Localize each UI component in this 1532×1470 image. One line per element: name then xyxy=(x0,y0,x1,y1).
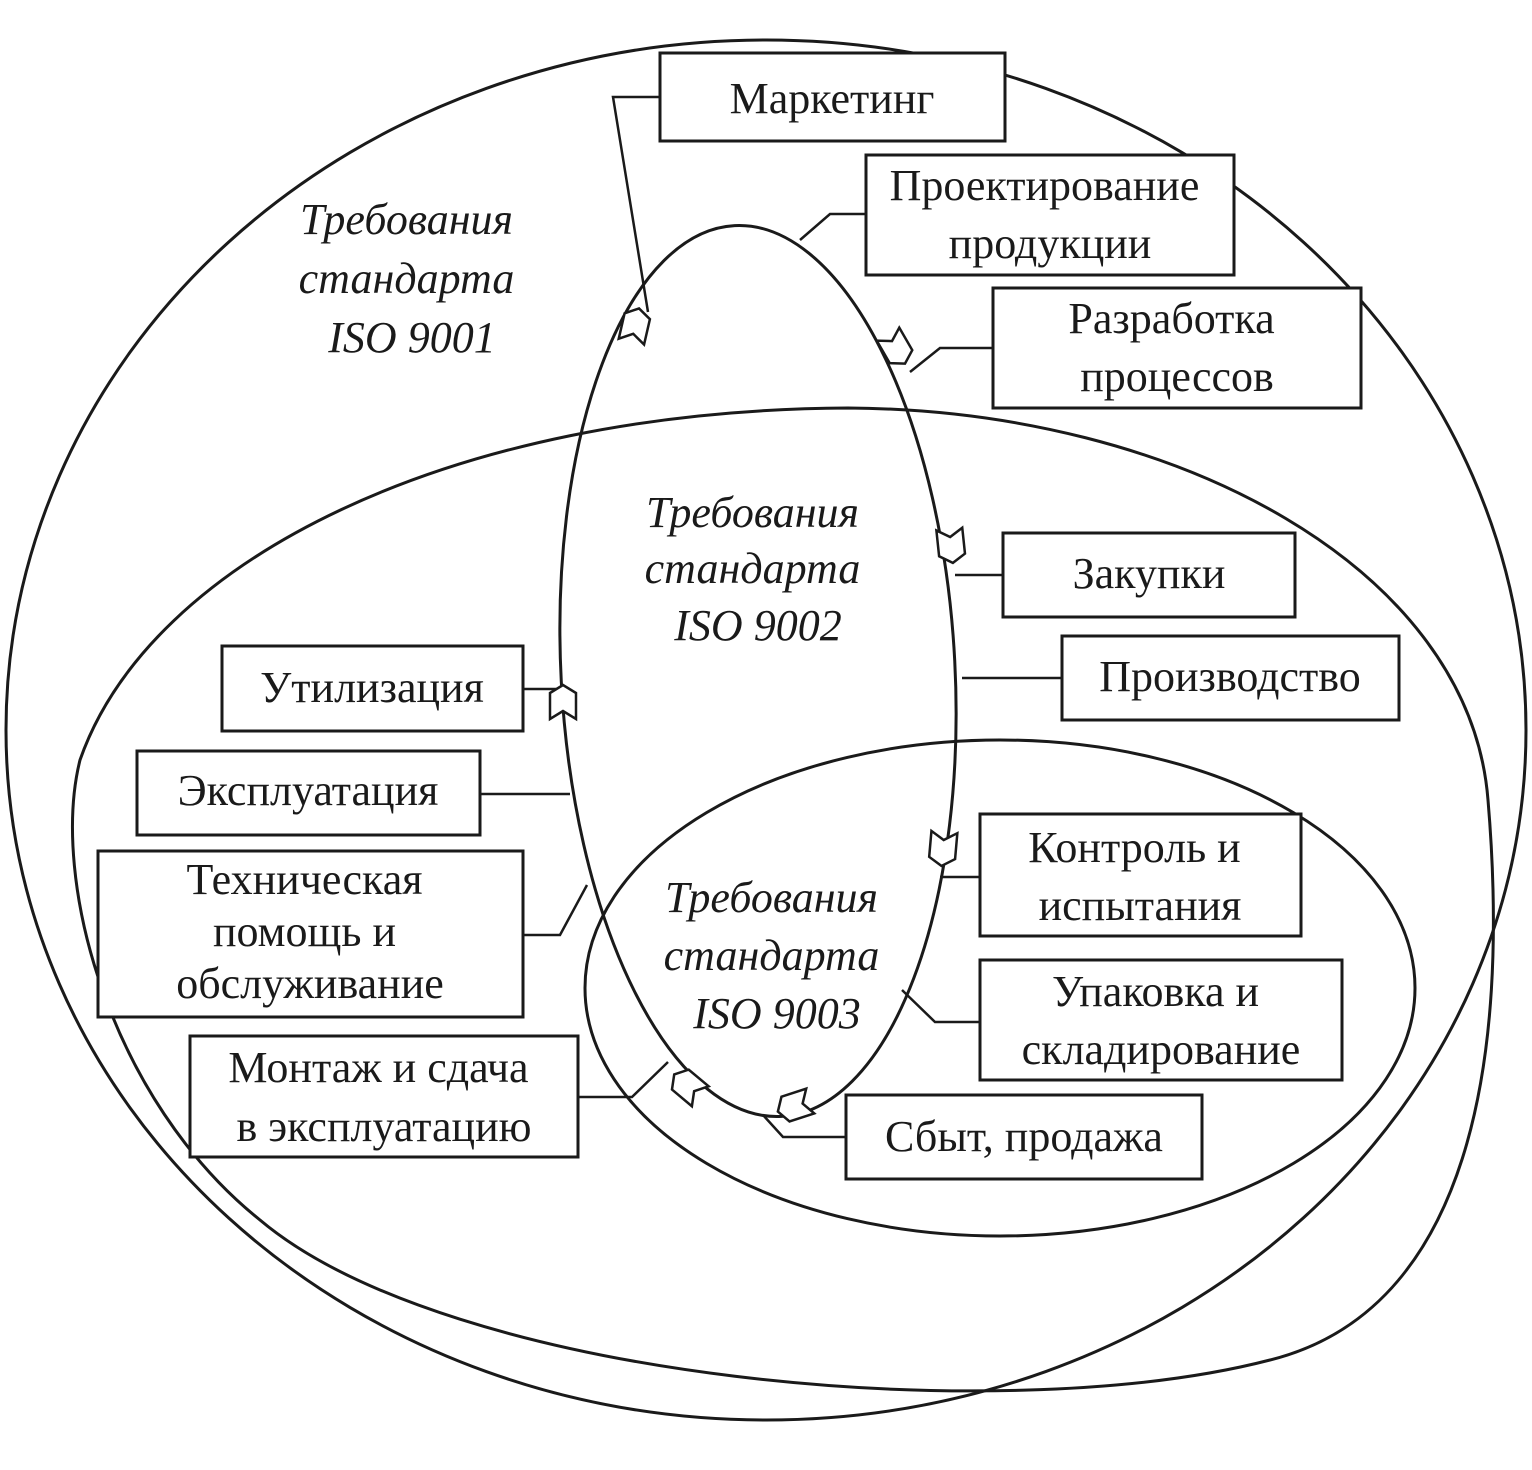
iso9002-region xyxy=(71,406,1495,1393)
stage-packaging: Упаковка и складирование xyxy=(978,958,1344,1082)
stage-production: Производство xyxy=(1060,634,1401,722)
connector-installation xyxy=(578,1061,669,1099)
arrow-up-icon xyxy=(548,683,578,722)
stage-purchasing: Закупки xyxy=(1001,531,1297,619)
iso9001-title: Требования стандарта ISO 9001 xyxy=(299,195,526,362)
svg-text:Маркетинг: Маркетинг xyxy=(730,74,935,123)
svg-text:Проектирование продукции: Проектирование продукции xyxy=(890,161,1211,268)
connector-sales xyxy=(762,1114,846,1139)
svg-text:Монтаж и сдача в эксплуа: Монтаж и сдача в эксплуатацию xyxy=(228,1043,539,1151)
svg-text:Упаковка и складирование: Упаковка и складирование xyxy=(1022,967,1301,1074)
stage-disposal: Утилизация xyxy=(220,644,525,733)
iso9003-title: Требования стандарта ISO 9003 xyxy=(664,873,891,1038)
connector-marketing xyxy=(611,95,660,313)
svg-text:Производство: Производство xyxy=(1099,652,1361,701)
connector-packaging xyxy=(901,989,980,1024)
loop-arrows xyxy=(548,307,967,1123)
stage-sales: Сбыт, продажа xyxy=(844,1093,1204,1181)
svg-text:Контроль и испытания: Контроль и испытания xyxy=(1028,823,1251,930)
connector-design xyxy=(799,212,866,241)
arrow-down-icon xyxy=(927,828,959,868)
svg-text:Закупки: Закупки xyxy=(1073,549,1226,598)
svg-text:Разработка процессов: Разработка процессов xyxy=(1068,294,1285,401)
arrow-up-icon xyxy=(617,307,652,347)
svg-text:Техническая помощь и: Техническая помощь и обслуживание xyxy=(176,855,444,1008)
connector-tech-support xyxy=(523,884,589,937)
svg-text:Эксплуатация: Эксплуатация xyxy=(178,766,439,815)
stage-operation: Эксплуатация xyxy=(135,749,482,837)
iso9001-region xyxy=(4,38,1528,1422)
arrow-left-icon xyxy=(776,1086,817,1123)
stage-tech-support: Техническая помощь и обслуживание xyxy=(96,849,525,1019)
stage-design: Проектирование продукции xyxy=(864,153,1236,277)
stage-marketing: Маркетинг xyxy=(658,51,1007,143)
arrow-up-left-icon xyxy=(670,1068,712,1109)
arrow-down-right-icon xyxy=(874,325,914,365)
stage-inspection: Контроль и испытания xyxy=(978,812,1303,938)
svg-text:Сбыт, продажа: Сбыт, продажа xyxy=(885,1112,1163,1161)
stage-installation: Монтаж и сдача в эксплуатацию xyxy=(188,1034,580,1159)
connectors xyxy=(480,95,1062,1139)
quality-loop xyxy=(558,223,958,1119)
connector-process-dev xyxy=(909,346,993,373)
svg-text:Утилизация: Утилизация xyxy=(260,663,484,712)
iso9002-title: Требования стандарта ISO 9002 xyxy=(645,488,872,650)
stage-process-dev: Разработка процессов xyxy=(991,286,1363,410)
iso9003-region xyxy=(583,738,1417,1238)
arrow-down-icon xyxy=(934,525,967,565)
